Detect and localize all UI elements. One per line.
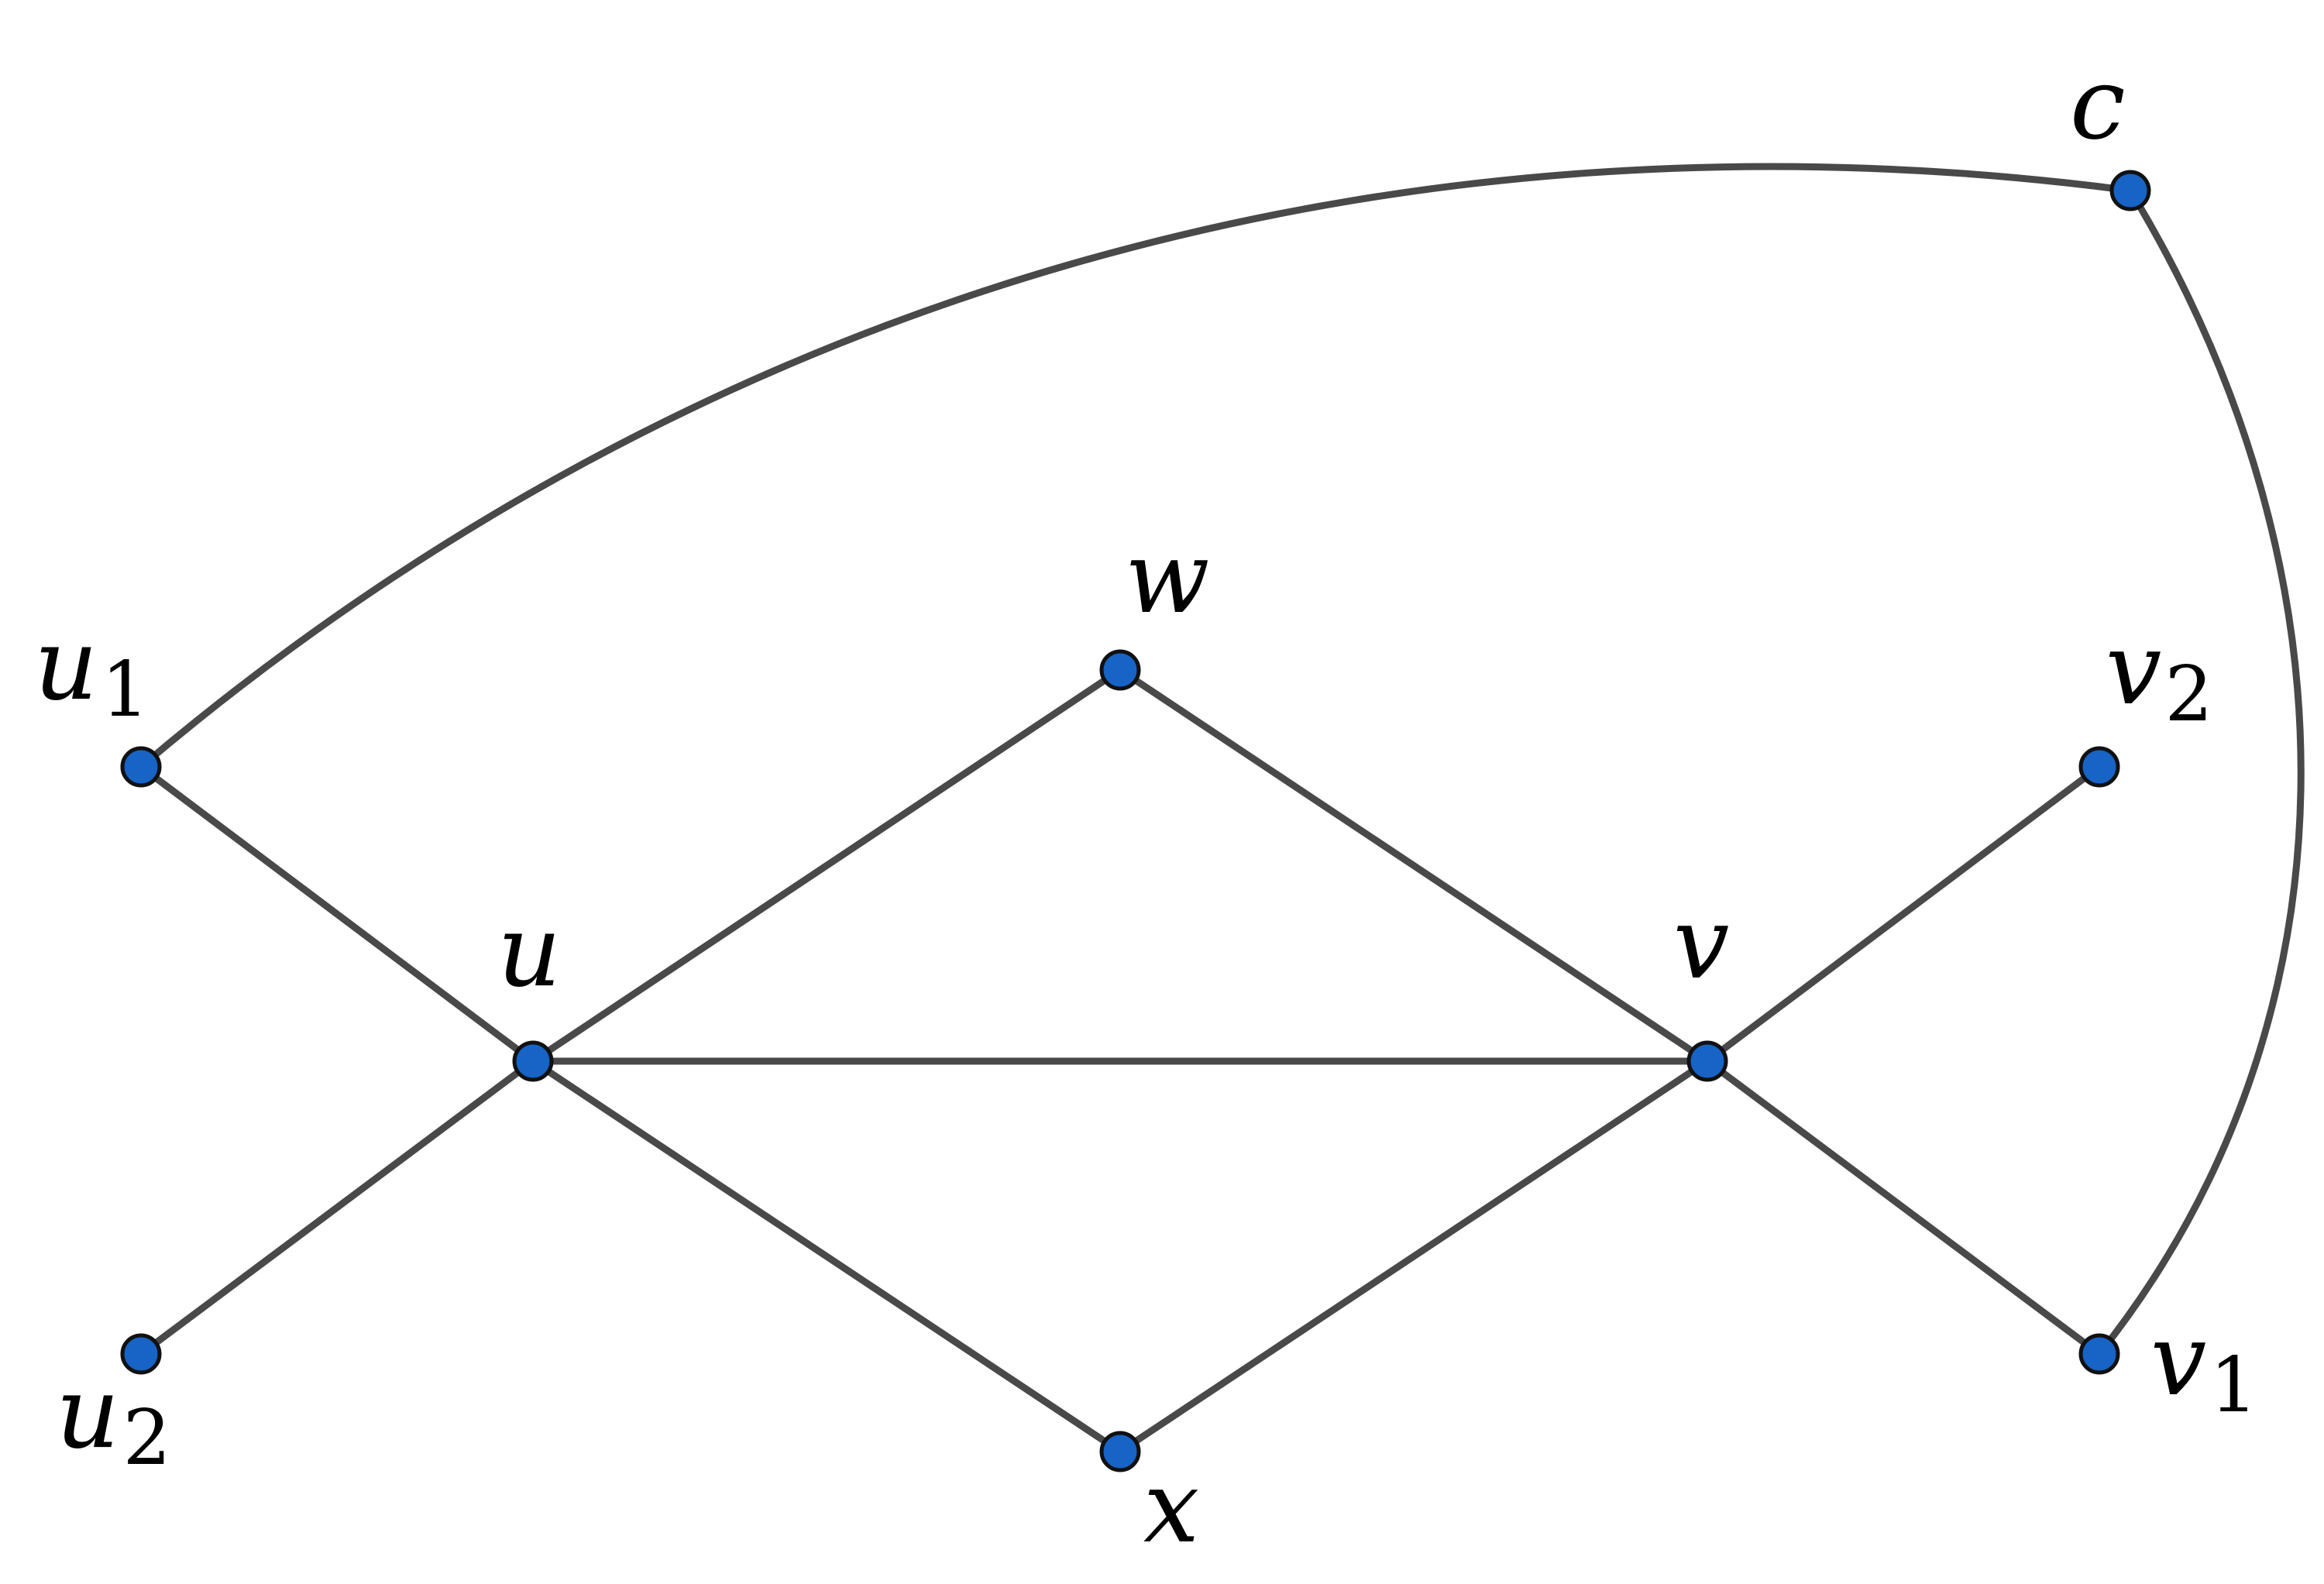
label-v2-main: v [2106, 612, 2161, 727]
vertex-u2 [120, 1333, 162, 1375]
vertex-x [1099, 1431, 1141, 1472]
vertex-v1 [2078, 1333, 2120, 1375]
label-v: v [1673, 886, 1729, 1002]
label-u1-main: u [34, 607, 98, 723]
label-u-main: u [497, 894, 561, 1009]
edge-u-w [529, 666, 1124, 1065]
edge-u2-u [137, 1057, 537, 1358]
label-c-main: c [2070, 46, 2126, 162]
label-u2-main: u [56, 1356, 119, 1471]
label-u2-sub: 2 [122, 1394, 170, 1483]
labels: c u1 u u2 w x v v2 v1 [34, 46, 2258, 1565]
label-v2-sub: 2 [2164, 651, 2212, 739]
vertices [120, 170, 2151, 1472]
label-u: u [497, 894, 561, 1009]
label-u2: u2 [56, 1356, 171, 1483]
label-x: x [1143, 1450, 1199, 1565]
edge-v-v1 [1703, 1057, 2103, 1358]
edge-x-v [1116, 1057, 1711, 1455]
vertex-u [512, 1040, 554, 1082]
vertex-u1 [120, 746, 162, 788]
label-x-main: x [1143, 1450, 1199, 1565]
edge-u-x [529, 1057, 1124, 1455]
label-u1: u1 [34, 607, 150, 734]
edge-w-v [1116, 666, 1711, 1065]
edge-c-v1 [2095, 187, 2305, 1358]
label-u1-sub: 1 [101, 646, 149, 734]
label-w: w [1125, 521, 1210, 636]
label-c: c [2070, 46, 2126, 162]
label-w-main: w [1125, 521, 1210, 636]
label-v-main: v [1673, 886, 1729, 1002]
vertex-v [1686, 1040, 1728, 1082]
vertex-c [2109, 170, 2151, 211]
label-v1: v1 [2150, 1303, 2258, 1430]
edge-u1-u [137, 763, 537, 1065]
vertex-w [1099, 649, 1141, 691]
label-v1-main: v [2150, 1303, 2206, 1418]
edge-u1-c [137, 163, 2134, 771]
label-v1-sub: 1 [2209, 1342, 2257, 1430]
label-v2: v2 [2106, 612, 2213, 739]
vertex-v2 [2078, 746, 2120, 788]
edge-v-v2 [1703, 763, 2103, 1065]
edges [137, 163, 2305, 1455]
